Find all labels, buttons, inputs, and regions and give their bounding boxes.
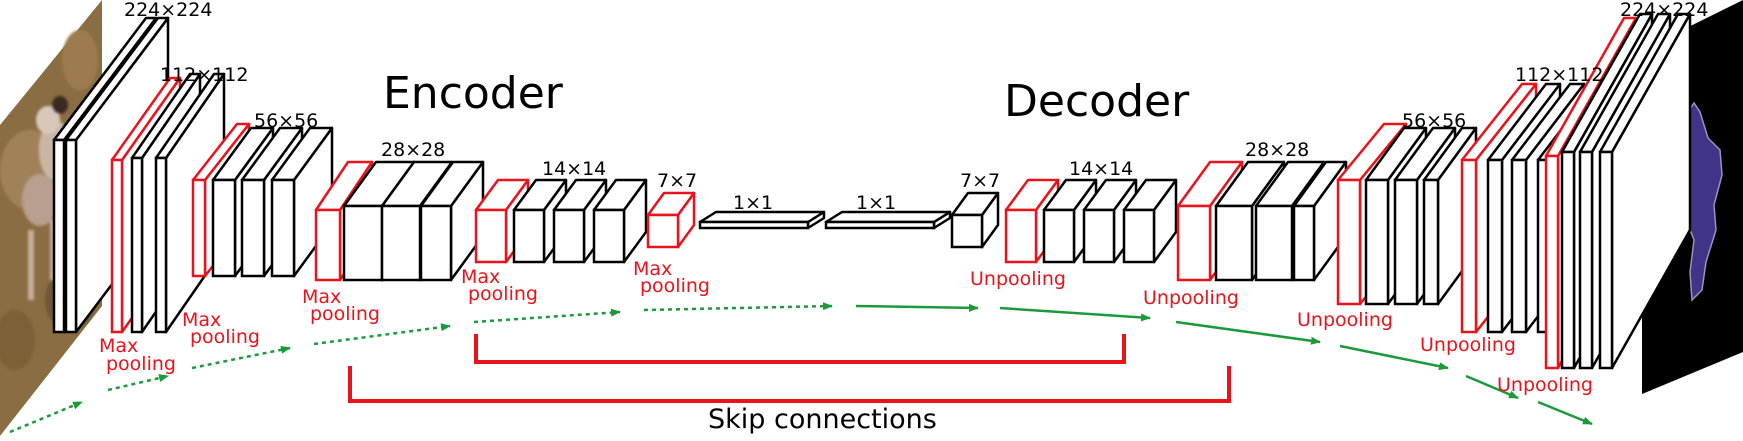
- conv-layer-block: [824, 210, 952, 230]
- pooling-layer-block: [646, 191, 696, 249]
- flow-arrow: [9, 400, 83, 434]
- flow-arrows: [9, 302, 1593, 434]
- svg-text:pooling: pooling: [190, 326, 260, 348]
- skip-connection-outer: [348, 366, 1231, 403]
- flow-arrow: [643, 302, 833, 312]
- svg-text:Max: Max: [302, 286, 341, 308]
- flow-arrow: [999, 306, 1151, 322]
- encoder-size-7: 7×7: [657, 170, 697, 192]
- flow-arrow: [313, 323, 451, 346]
- unpool-label-2: Unpooling: [1143, 287, 1239, 309]
- encoder-size-1: 1×1: [733, 192, 773, 214]
- conv-layer-block: [1598, 12, 1692, 370]
- conv-layer-block: [950, 191, 1000, 249]
- unpool-label-3: Unpooling: [1297, 309, 1393, 331]
- decoder-title: Decoder: [1004, 76, 1190, 127]
- svg-text:Max: Max: [461, 266, 500, 288]
- encoder-title: Encoder: [383, 68, 564, 119]
- skip-connections-label: Skip connections: [708, 404, 937, 435]
- pool-label-1: Max pooling: [99, 335, 176, 375]
- decoder-size-28: 28×28: [1245, 139, 1309, 161]
- conv-layer-block: [698, 210, 826, 230]
- svg-text:pooling: pooling: [310, 303, 380, 325]
- flow-arrow: [107, 374, 169, 392]
- flow-arrow: [1339, 344, 1449, 371]
- decoder-size-224: 224×224: [1620, 0, 1708, 21]
- decoder-size-1: 1×1: [856, 192, 896, 214]
- unpool-label-4: Unpooling: [1420, 334, 1516, 356]
- svg-text:pooling: pooling: [106, 353, 176, 375]
- pool-label-3: Max pooling: [302, 286, 380, 325]
- pool-label-4: Max pooling: [461, 266, 538, 305]
- flow-arrow: [855, 303, 979, 312]
- decoder-size-7: 7×7: [960, 170, 1000, 192]
- encoder-size-14: 14×14: [542, 158, 606, 180]
- pool-label-5: Max pooling: [633, 258, 710, 297]
- flow-arrow: [191, 345, 291, 370]
- pool-label-2: Max pooling: [182, 309, 260, 348]
- decoder-size-112: 112×112: [1515, 64, 1603, 86]
- svg-text:Max: Max: [633, 258, 672, 280]
- skip-connection-inner: [474, 334, 1126, 364]
- flow-arrow: [1537, 400, 1593, 426]
- svg-text:pooling: pooling: [640, 275, 710, 297]
- encoder-size-28: 28×28: [381, 139, 445, 161]
- flow-arrow: [1175, 320, 1321, 345]
- flow-arrow: [473, 308, 621, 324]
- unpool-label-5: Unpooling: [1497, 374, 1593, 396]
- skip-connections: [348, 334, 1231, 403]
- svg-text:pooling: pooling: [468, 283, 538, 305]
- conv-layer-block: [1122, 178, 1178, 264]
- layer-blocks: [52, 12, 1692, 370]
- decoder-size-14: 14×14: [1069, 158, 1133, 180]
- unpool-label-1: Unpooling: [970, 268, 1066, 290]
- svg-text:Max: Max: [182, 309, 221, 331]
- decoder-size-56: 56×56: [1402, 110, 1466, 132]
- conv-layer-block: [592, 178, 648, 264]
- encoder-size-56: 56×56: [254, 110, 318, 132]
- svg-text:Max: Max: [99, 335, 138, 357]
- encoder-size-112: 112×112: [160, 64, 248, 86]
- encoder-size-224: 224×224: [124, 0, 212, 21]
- flow-arrow: [1465, 374, 1519, 400]
